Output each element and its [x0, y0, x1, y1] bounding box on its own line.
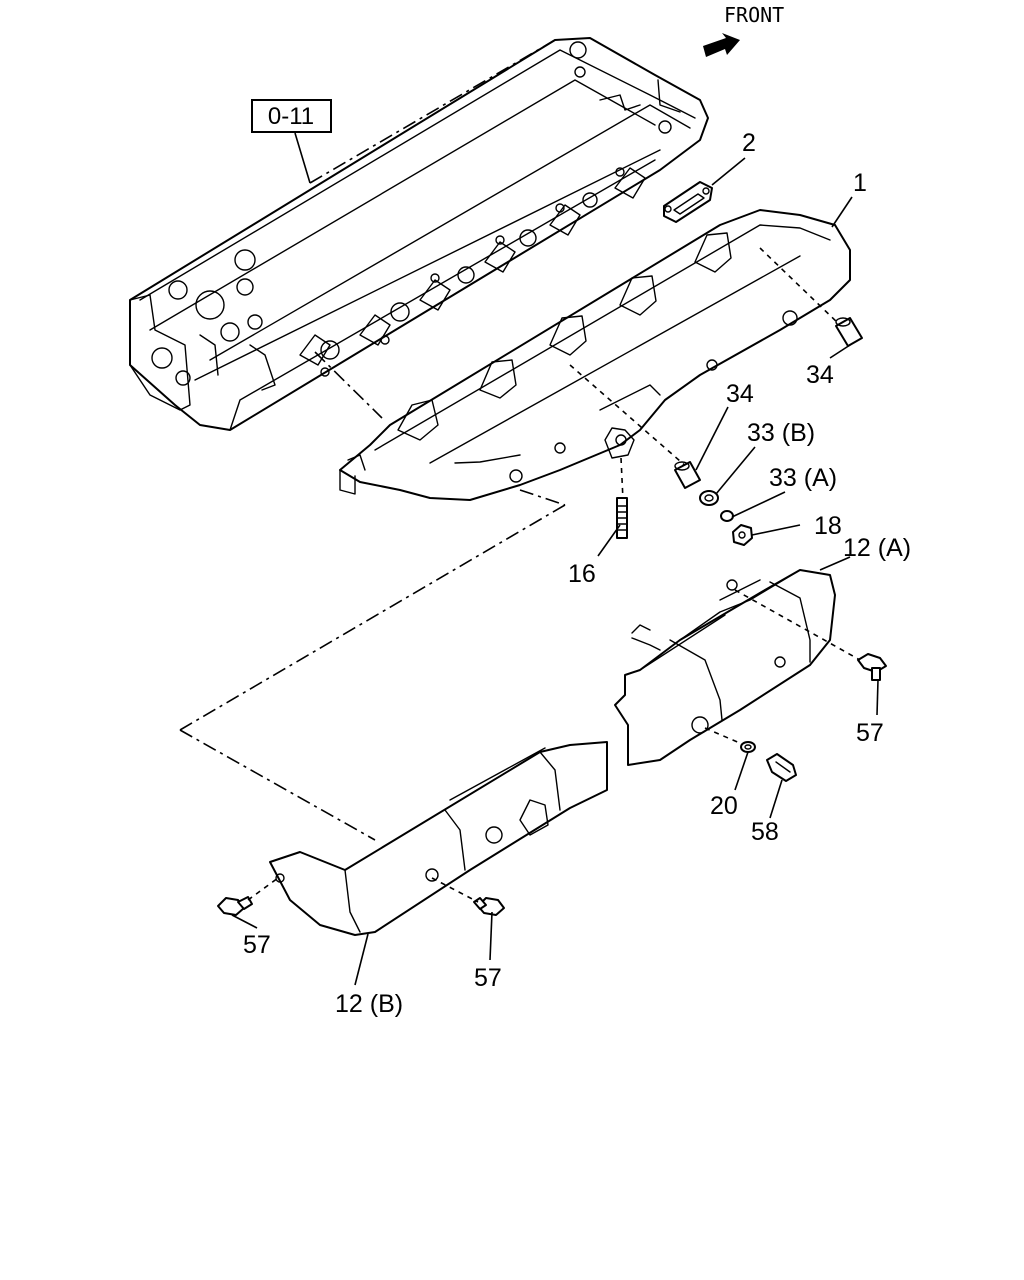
manifold-to-shield-line	[519, 489, 566, 506]
front-arrow-icon	[703, 33, 740, 57]
leader-lines	[231, 157, 879, 986]
callout-58: 58	[751, 818, 779, 846]
bolt-57-bottom	[473, 897, 505, 916]
axis-bolt-57-right	[734, 589, 861, 661]
axis-middle	[569, 364, 689, 469]
shield-centerline-a	[179, 504, 566, 731]
front-label: FRONT	[724, 3, 784, 27]
callout-18: 18	[814, 512, 842, 540]
head-to-manifold-line	[314, 351, 383, 419]
gasket	[663, 181, 713, 223]
cylinder-head	[129, 37, 709, 431]
callout-57-right: 57	[856, 719, 884, 747]
reference-box: 0-11	[251, 99, 332, 184]
axis-right	[759, 247, 841, 326]
stud-58	[766, 753, 797, 782]
axis-bolt-57-bottom	[431, 877, 479, 903]
callout-20: 20	[710, 792, 738, 820]
spacer-34-left	[674, 461, 701, 489]
nut-18	[732, 524, 753, 546]
front-indicator: FRONT	[703, 3, 784, 57]
bolt-57-right	[857, 653, 887, 681]
axis-bolt-57-left	[247, 877, 279, 901]
washer-33a	[720, 510, 734, 522]
washer-20	[740, 741, 756, 753]
exhaust-manifold	[339, 209, 851, 501]
callout-2: 2	[742, 129, 756, 157]
callout-1: 1	[853, 169, 867, 197]
callout-34-left: 34	[726, 380, 754, 408]
heat-shield-b	[269, 741, 608, 936]
callout-33a: 33 (A)	[769, 464, 837, 492]
reference-label: 0-11	[268, 103, 314, 130]
bolt-57-left	[217, 896, 253, 916]
callout-12b: 12 (B)	[335, 990, 403, 1018]
washer-33b	[699, 490, 719, 506]
axis-washer-20	[704, 727, 743, 745]
reference-frame	[251, 99, 332, 133]
callouts: 2 1 34 34 33 (B) 33 (A) 18 16 12 (A) 57 …	[243, 129, 911, 1018]
callout-57-left: 57	[243, 931, 271, 959]
stud-16	[616, 497, 628, 539]
callout-57-bottom: 57	[474, 964, 502, 992]
axis-stud	[620, 457, 624, 501]
callout-33b: 33 (B)	[747, 419, 815, 447]
callout-34-right: 34	[806, 361, 834, 389]
spacer-34-right	[835, 317, 863, 347]
callout-12a: 12 (A)	[843, 534, 911, 562]
reference-leader	[294, 132, 311, 184]
head-centerline	[309, 39, 556, 184]
callout-16: 16	[568, 560, 596, 588]
heat-shield-a	[614, 569, 836, 766]
shield-centerline-b	[179, 729, 376, 841]
